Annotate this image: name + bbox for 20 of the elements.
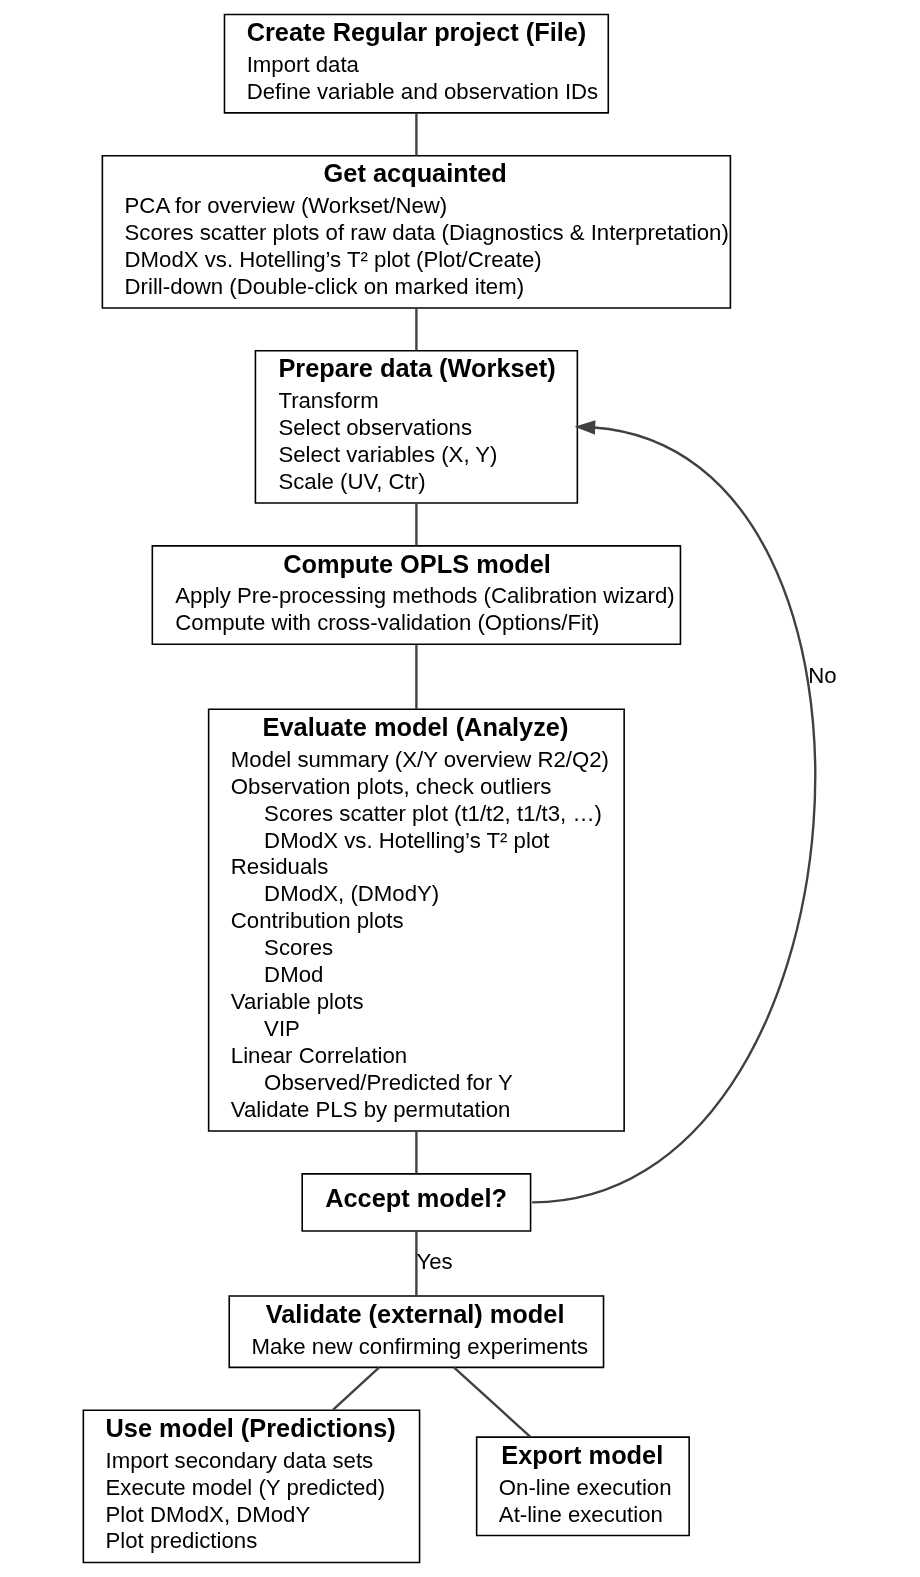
node-box: Evaluate model (Analyze) Model summary (X/Y overview R2/Q2) Observation plots, check outliers Scores scatter plot (t1/t2, t1/t3, …) DModX vs. Hotelling’s T² plot Residuals DModX, (DModY) Contribution plots Scores DMod Variable plots VIP Linear Correlation Observed/Predicted for Y Validate PLS by permutation (207, 708, 625, 1132)
connector (415, 1231, 418, 1296)
connector (415, 1131, 418, 1174)
connector (415, 308, 418, 351)
edge-label: Yes (416, 1249, 453, 1275)
node-box: Prepare data (Workset) Transform Select observations Select variables (X, Y) Scale (UV, Ctr) (254, 350, 579, 504)
connector (453, 1366, 531, 1438)
node-box: Get acquainted PCA for overview (Workset/New) Scores scatter plots of raw data (Diagnostics & Interpretation) DModX vs. Hotelling’s T² plot (Plot/Create) Drill-down (Double-click on marked item) (101, 154, 732, 309)
node-box: Compute OPLS model Apply Pre-processing methods (Calibration wizard) Compute with cross-validation (Options/Fit) (151, 545, 682, 645)
connector (415, 113, 418, 156)
node-box: Use model (Predictions) Import secondary data sets Execute model (Y predicted) Plot DModX, DModY Plot predictions (82, 1409, 421, 1564)
node-box: Create Regular project (File) Import data Define variable and observation IDs (223, 13, 610, 114)
connector (415, 503, 418, 546)
edge-label: No (808, 662, 837, 688)
connector (332, 1366, 380, 1411)
node-box: Export model On-line execution At-line execution (475, 1436, 690, 1537)
arrow (531, 420, 815, 1204)
connector (415, 644, 418, 709)
node-box: Validate (external) model Make new confirming experiments (228, 1295, 605, 1369)
node-box: Accept model? (301, 1173, 532, 1232)
